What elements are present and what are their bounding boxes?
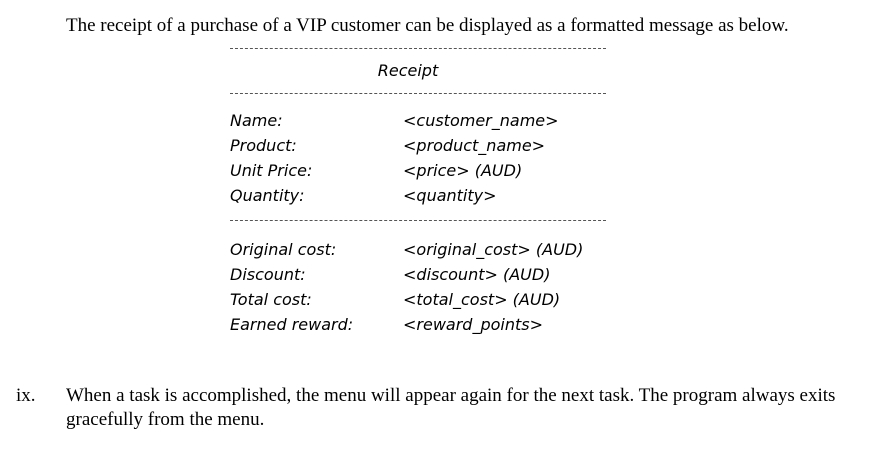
receipt-label: Total cost: <box>230 290 312 309</box>
receipt-row-product: Product: <product_name> <box>230 133 608 158</box>
list-item-number: ix. <box>16 385 36 406</box>
receipt-value: <price> (AUD) <box>403 161 523 180</box>
receipt-value: <original_cost> (AUD) <box>403 240 584 259</box>
receipt-label: Original cost: <box>230 240 337 259</box>
receipt-value: <quantity> <box>403 186 497 205</box>
receipt-row-unit-price: Unit Price: <price> (AUD) <box>230 158 608 183</box>
receipt-title: Receipt <box>377 61 439 80</box>
receipt-row-name: Name: <customer_name> <box>230 108 608 133</box>
receipt-section-items: Name: <customer_name> Product: <product_… <box>230 94 608 220</box>
receipt-divider-middle <box>230 220 606 221</box>
receipt-label: Earned reward: <box>230 315 354 334</box>
receipt-value: <customer_name> <box>403 111 559 130</box>
receipt-label: Unit Price: <box>230 161 313 180</box>
receipt-value: <product_name> <box>403 136 546 155</box>
receipt-row-original-cost: Original cost: <original_cost> (AUD) <box>230 237 608 262</box>
receipt-label: Product: <box>230 136 297 155</box>
receipt-label: Name: <box>230 111 283 130</box>
receipt-section-costs: Original cost: <original_cost> (AUD) Dis… <box>230 221 608 349</box>
receipt-row-earned-reward: Earned reward: <reward_points> <box>230 312 608 337</box>
list-item-text: When a task is accomplished, the menu wi… <box>66 385 836 430</box>
intro-paragraph: The receipt of a purchase of a VIP custo… <box>66 15 789 36</box>
receipt-block: Receipt Name: <customer_name> Product: <… <box>230 48 608 349</box>
receipt-label: Quantity: <box>230 186 305 205</box>
receipt-row-discount: Discount: <discount> (AUD) <box>230 262 608 287</box>
receipt-value: <total_cost> (AUD) <box>403 290 561 309</box>
receipt-divider-title <box>230 93 606 94</box>
receipt-divider-top <box>230 48 606 49</box>
receipt-label: Discount: <box>230 265 306 284</box>
receipt-row-quantity: Quantity: <quantity> <box>230 183 608 208</box>
receipt-value: <discount> (AUD) <box>403 265 551 284</box>
receipt-value: <reward_points> <box>403 315 543 334</box>
receipt-row-total-cost: Total cost: <total_cost> (AUD) <box>230 287 608 312</box>
